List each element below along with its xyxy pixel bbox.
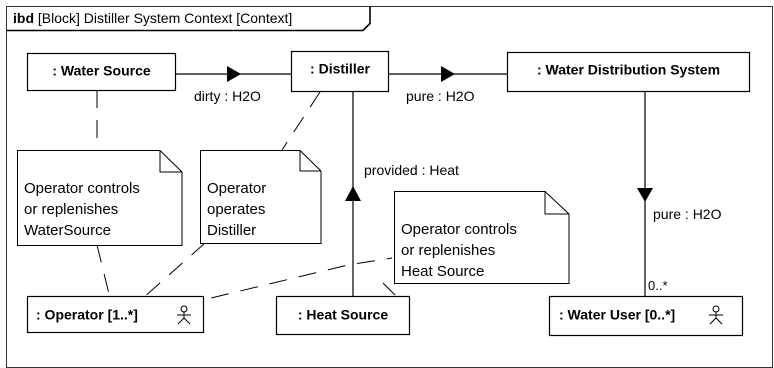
- anchor-line: [281, 91, 321, 151]
- flow-label-dirty: dirty : H2O: [194, 88, 261, 104]
- flow-arrow-down: [637, 188, 653, 202]
- note-line: operates: [207, 201, 265, 218]
- flow-arrow-right: [227, 66, 241, 82]
- note-distiller: Operator operates Distiller: [200, 150, 322, 244]
- note-line: or replenishes: [24, 201, 118, 218]
- flow-label-provided-heat: provided : Heat: [364, 162, 459, 178]
- note-line: or replenishes: [401, 242, 495, 259]
- note-water-source: Operator controls or replenishes WaterSo…: [17, 150, 183, 246]
- block-operator[interactable]: : Operator [1..*]: [26, 295, 205, 334]
- block-label: : Water Distribution System: [537, 62, 720, 78]
- anchor-line: [96, 244, 111, 299]
- frame-label: ibd [Block] Distiller System Context [Co…: [13, 10, 292, 26]
- block-label: : Water User [0..*]: [559, 307, 675, 323]
- frame-title: [Block] Distiller System Context [Contex…: [34, 10, 292, 26]
- frame-keyword: ibd: [13, 10, 34, 26]
- actor-icon: [177, 305, 191, 325]
- multiplicity-label: 0..*: [648, 278, 668, 293]
- block-heat-source[interactable]: : Heat Source: [275, 295, 411, 336]
- note-line: Distiller: [207, 222, 256, 239]
- anchor-line: [382, 282, 396, 296]
- flow-arrow-up: [345, 186, 361, 201]
- note-line: Heat Source: [401, 263, 484, 280]
- block-label: : Heat Source: [298, 307, 388, 323]
- block-label: : Operator [1..*]: [36, 307, 138, 323]
- frame-label-tab: [6, 6, 371, 32]
- note-line: Operator controls: [401, 221, 517, 238]
- note-heat-source: Operator controls or replenishes Heat So…: [394, 191, 570, 284]
- note-line: Operator controls: [24, 180, 140, 197]
- actor-icon: [709, 305, 723, 325]
- flow-arrows: [227, 66, 653, 202]
- block-water-user[interactable]: : Water User [0..*]: [548, 295, 744, 337]
- anchor-line: [142, 242, 206, 299]
- flow-arrow-right: [441, 66, 455, 82]
- note-line: WaterSource: [24, 222, 111, 239]
- flow-label-pure: pure : H2O: [406, 88, 475, 104]
- note-line: Operator: [207, 180, 266, 197]
- block-label: : Water Source: [52, 63, 150, 79]
- anchor-lines: [96, 90, 396, 306]
- block-distiller[interactable]: : Distiller: [290, 50, 390, 93]
- flow-label-pure-user: pure : H2O: [653, 206, 722, 222]
- block-water-distribution-system[interactable]: : Water Distribution System: [506, 51, 751, 93]
- block-label: : Distiller: [310, 61, 370, 77]
- block-water-source[interactable]: : Water Source: [26, 52, 177, 92]
